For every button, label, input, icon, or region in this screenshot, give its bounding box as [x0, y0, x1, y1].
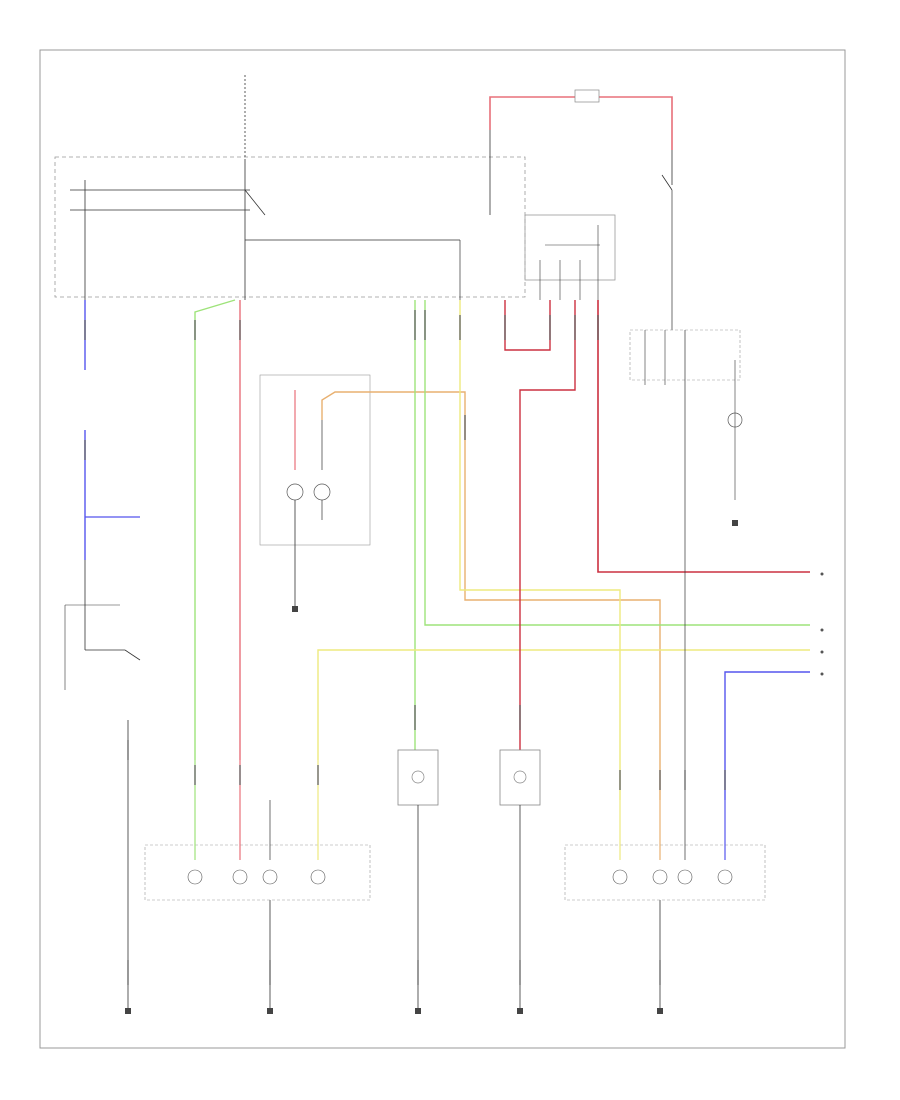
right-turn-module — [499, 749, 541, 806]
right-rear-combo-box — [564, 800, 766, 901]
connector-ticks — [84, 310, 726, 985]
fuse-relay-box — [54, 156, 526, 298]
relay-loop — [504, 300, 810, 750]
ground-symbols — [125, 520, 738, 1014]
diagram-frame — [39, 49, 846, 1049]
green-wire-mid — [414, 300, 810, 750]
blue-wire-left — [64, 300, 141, 690]
blue-wire-right — [724, 671, 810, 800]
green-wire-left — [194, 299, 236, 760]
ground-leads — [127, 720, 661, 1010]
left-lamp-box — [259, 374, 371, 610]
left-turn-module — [397, 749, 439, 806]
yellow-wire — [317, 300, 810, 800]
ignition-feed — [70, 75, 461, 300]
relay-module — [524, 214, 616, 281]
relay-internals — [539, 225, 600, 300]
right-endpoints — [820, 572, 824, 676]
stop-switch-area — [629, 190, 743, 800]
top-feed — [489, 89, 673, 215]
left-rear-combo-box — [144, 760, 371, 901]
orange-wire — [321, 391, 661, 800]
